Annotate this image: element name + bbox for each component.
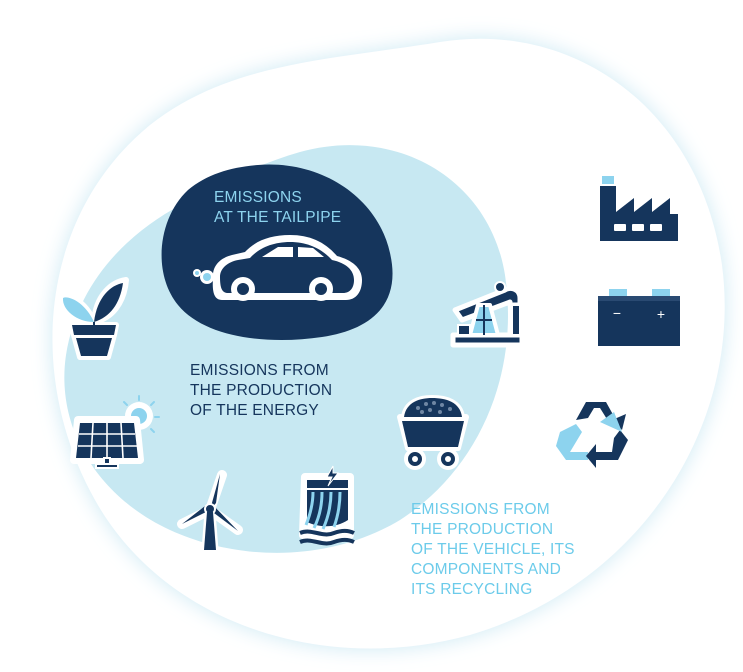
vehicle-emissions-label: EMISSIONS FROM THE PRODUCTION OF THE VEH…	[411, 500, 575, 600]
vehicle-label-line: EMISSIONS FROM	[411, 501, 550, 518]
vehicle-label-line: OF THE VEHICLE, ITS	[411, 541, 575, 558]
vehicle-label-line: COMPONENTS AND	[411, 561, 562, 578]
energy-label-line: OF THE ENERGY	[190, 402, 319, 419]
plant-icon	[56, 277, 129, 360]
tailpipe-emissions-label: EMISSIONS AT THE TAILPIPE	[214, 188, 341, 228]
battery-plus-label: +	[657, 306, 665, 322]
vehicle-label-line: THE PRODUCTION	[411, 521, 554, 538]
oil-pump-icon	[450, 281, 525, 348]
hydro-dam-icon	[299, 465, 355, 546]
coal-cart-icon	[397, 395, 469, 470]
energy-label-line: THE PRODUCTION	[190, 382, 333, 399]
battery-minus-label: −	[613, 305, 621, 321]
car-icon	[193, 235, 362, 301]
factory-icon	[600, 176, 678, 241]
vehicle-label-line: ITS RECYCLING	[411, 581, 533, 598]
wind-turbine-icon	[177, 470, 243, 553]
battery-icon: − +	[598, 289, 680, 346]
energy-label-line: EMISSIONS FROM	[190, 362, 329, 379]
tailpipe-label-line: AT THE TAILPIPE	[214, 209, 342, 226]
energy-emissions-label: EMISSIONS FROM THE PRODUCTION OF THE ENE…	[190, 361, 332, 421]
recycle-icon	[556, 402, 628, 468]
tailpipe-label-line: EMISSIONS	[214, 189, 302, 206]
solar-panel-icon	[70, 395, 160, 469]
